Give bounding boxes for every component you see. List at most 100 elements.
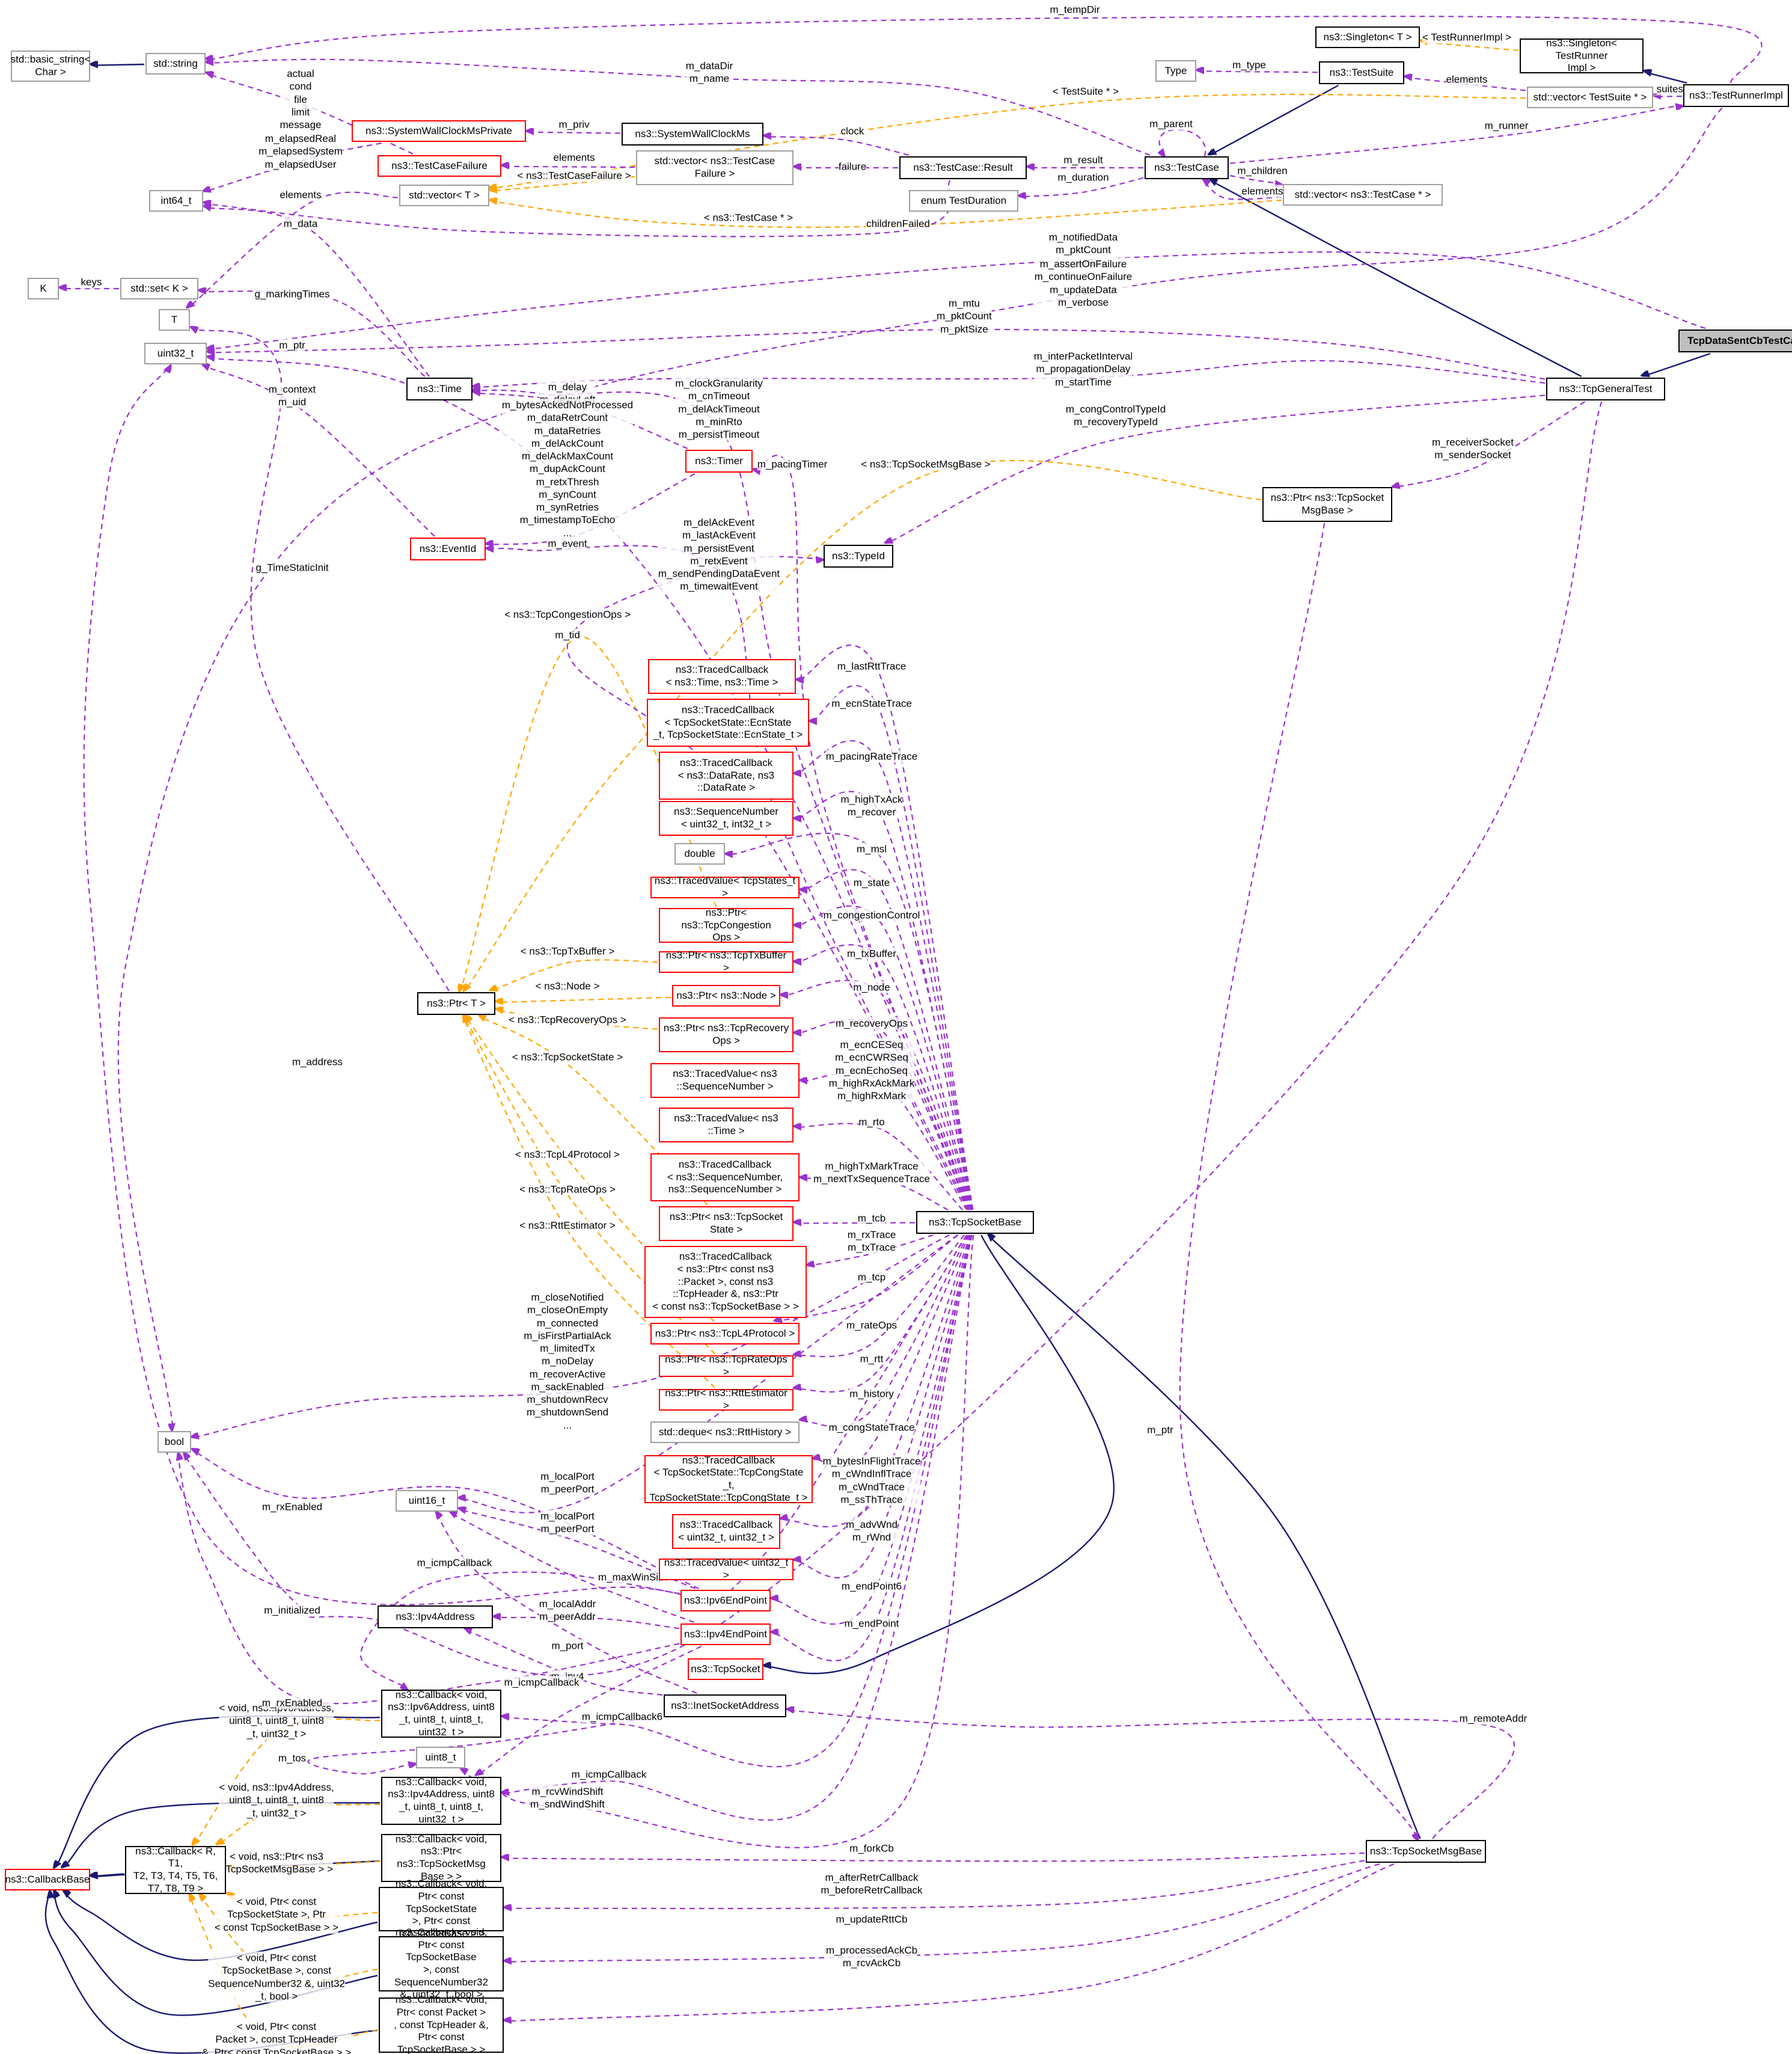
class-node-A63[interactable]: ns3::Callback< void, ns3::Ipv6Address, u…	[381, 1689, 501, 1738]
class-node-A64[interactable]: uint8_t	[416, 1747, 465, 1768]
class-node-A50[interactable]: std::deque< ns3::RttHistory >	[650, 1421, 800, 1443]
class-node-A36[interactable]: ns3::TracedValue< TcpStates_t >	[650, 875, 800, 899]
class-node-A10[interactable]: ns3::Timer	[685, 450, 753, 473]
class-node-A30[interactable]: ns3::Ptr< T >	[417, 992, 495, 1015]
edge-A45-A44-m_tcb	[795, 1222, 916, 1223]
class-node-A21[interactable]: Type	[1155, 60, 1196, 82]
edge-A9-A3-m_data	[204, 207, 430, 377]
class-node-A44[interactable]: ns3::Ptr< ns3::TcpSocket State >	[659, 1206, 794, 1241]
class-node-A69[interactable]: ns3::Callback< void, Ptr< const Packet >…	[379, 1994, 504, 2054]
class-node-A3[interactable]: int64_t	[149, 190, 203, 212]
class-node-A58[interactable]: ns3::Ipv4EndPoint	[680, 1623, 771, 1645]
class-node-A32[interactable]: ns3::TracedCallback < TcpSocketState::Ec…	[647, 699, 809, 747]
class-node-A26[interactable]: ns3::TestRunnerImpl	[1683, 84, 1789, 107]
edge-A60-A64-m_tos	[307, 1715, 663, 1775]
class-node-A1[interactable]: std::basic_string< Char >	[11, 51, 90, 82]
class-node-A38[interactable]: ns3::Ptr< ns3::TcpTxBuffer >	[659, 949, 794, 973]
class-node-A2[interactable]: std::string	[145, 53, 206, 75]
edge-A45-A55-m_localPort	[459, 1234, 958, 1513]
class-node-A9[interactable]: ns3::Time	[406, 378, 472, 400]
edge-A45-A39-m_node	[781, 979, 971, 1210]
class-node-A19[interactable]: enum TestDuration	[909, 190, 1018, 212]
class-node-A28: TcpDataSentCbTestCase	[1678, 330, 1792, 352]
edge-A45-A54-m_closeNotified	[192, 1234, 950, 1438]
class-node-A18[interactable]: ns3::TestCase	[1145, 156, 1229, 179]
class-node-A51[interactable]: ns3::TracedCallback < TcpSocketState::Tc…	[644, 1455, 813, 1503]
class-node-A62[interactable]: ns3::Callback< R, T1, T2, T3, T4, T5, T6…	[125, 1845, 226, 1894]
class-node-A49[interactable]: ns3::Ptr< ns3::RttEstimator >	[659, 1387, 794, 1411]
edge-A18-A20-m_children	[1229, 174, 1282, 184]
edge-A57-A63-m_icmpCallback	[359, 1571, 680, 1688]
class-node-A14[interactable]: ns3::SystemWallClockMs	[622, 123, 763, 146]
edge-A18-A26-m_runner	[1229, 105, 1682, 164]
class-node-A20[interactable]: std::vector< ns3::TestCase * >	[1283, 184, 1443, 206]
class-node-A45[interactable]: ns3::TcpSocketBase	[916, 1211, 1034, 1234]
edge-A38-A30-< ns3::TcpTxBuffer >	[491, 959, 658, 992]
edge-A45-A35-m_msl	[726, 832, 973, 1210]
class-node-A48[interactable]: ns3::Ptr< ns3::TcpRateOps >	[659, 1353, 794, 1378]
edge-A20-A4-< ns3::TestCase * >	[491, 200, 1282, 228]
class-node-A40[interactable]: ns3::Ptr< ns3::TcpRecovery Ops >	[659, 1017, 794, 1052]
class-node-A29[interactable]: ns3::Ptr< ns3::TcpSocket MsgBase >	[1262, 487, 1392, 522]
class-node-A55[interactable]: uint16_t	[396, 1490, 458, 1512]
class-node-A35[interactable]: double	[674, 843, 725, 865]
edge-A63-A62-< void, ns3::Ipv6Address,	[194, 1718, 381, 1845]
class-node-A70[interactable]: ns3::TcpSocketMsgBase	[1366, 1840, 1486, 1863]
edge-A45-A49-m_rtt	[795, 1234, 967, 1393]
edge-A4-A7-elements	[188, 191, 399, 308]
edge-A45-A11-m_delAckEvent	[487, 545, 970, 1210]
class-node-A53[interactable]: ns3::TracedValue< uint32_t >	[659, 1557, 794, 1581]
class-node-A24[interactable]: ns3::Singleton< T >	[1315, 26, 1420, 48]
class-node-A13[interactable]: ns3::SystemWallClockMsPrivate	[352, 120, 526, 142]
class-node-A41[interactable]: ns3::TracedValue< ns3 ::SequenceNumber >	[650, 1063, 800, 1098]
class-node-A47[interactable]: ns3::Ptr< ns3::TcpL4Protocol >	[650, 1323, 800, 1344]
class-node-A11[interactable]: ns3::EventId	[410, 538, 486, 560]
class-node-A12[interactable]: ns3::TypeId	[824, 545, 893, 568]
edge-A9-A6-g_markingTimes	[200, 291, 426, 377]
class-node-A16[interactable]: std::vector< ns3::TestCase Failure >	[636, 150, 794, 185]
edge-A45-A34-m_highTxAck	[795, 791, 973, 1210]
edge-A58-A56-m_localAddr	[494, 1617, 680, 1629]
edge-A28-A27	[1643, 352, 1711, 376]
edge-A23-A4-< TestSuite * >	[491, 93, 1526, 189]
class-node-A52[interactable]: ns3::TracedCallback < uint32_t, uint32_t…	[672, 1514, 780, 1549]
class-node-A59[interactable]: ns3::TcpSocket	[688, 1658, 763, 1680]
edge-A70-A45	[988, 1235, 1421, 1839]
class-node-A39[interactable]: ns3::Ptr< ns3::Node >	[672, 985, 780, 1007]
class-node-A8[interactable]: uint32_t	[144, 343, 207, 364]
class-node-A61[interactable]: ns3::CallbackBase	[5, 1869, 90, 1890]
class-node-A5[interactable]: K	[28, 278, 59, 299]
class-node-A4[interactable]: std::vector< T >	[399, 185, 489, 206]
class-node-A60[interactable]: ns3::InetSocketAddress	[664, 1694, 786, 1717]
class-node-A7[interactable]: T	[159, 309, 190, 331]
class-node-A54[interactable]: bool	[157, 1431, 191, 1453]
edge-A45-A46-m_rxTrace	[808, 1234, 934, 1266]
class-node-A22[interactable]: ns3::TestSuite	[1319, 61, 1404, 84]
class-node-A68[interactable]: ns3::Callback< void, Ptr< const TcpSocke…	[379, 1927, 504, 2000]
class-node-A65[interactable]: ns3::Callback< void, ns3::Ipv4Address, u…	[381, 1776, 501, 1825]
class-node-A23[interactable]: std::vector< TestSuite * >	[1527, 87, 1653, 108]
class-node-A37[interactable]: ns3::Ptr< ns3::TcpCongestion Ops >	[659, 907, 794, 943]
edge-A45-A64-m_rcvWindShift	[460, 1234, 974, 1848]
class-node-A43[interactable]: ns3::TracedCallback < ns3::SequenceNumbe…	[650, 1153, 800, 1201]
class-node-A15[interactable]: ns3::TestCaseFailure	[378, 155, 501, 177]
class-node-A46[interactable]: ns3::TracedCallback < ns3::Ptr< const ns…	[644, 1246, 807, 1318]
class-node-A33[interactable]: ns3::TracedCallback < ns3::DataRate, ns3…	[659, 752, 794, 800]
class-node-A34[interactable]: ns3::SequenceNumber < uint32_t, int32_t …	[659, 801, 794, 836]
class-node-A25[interactable]: ns3::Singleton< TestRunner Impl >	[1520, 37, 1644, 73]
class-node-A42[interactable]: ns3::TracedValue< ns3 ::Time >	[659, 1108, 794, 1142]
class-node-A31[interactable]: ns3::TracedCallback < ns3::Time, ns3::Ti…	[648, 659, 796, 694]
edge-A26-A25	[1645, 72, 1687, 84]
class-node-A56[interactable]: ns3::Ipv4Address	[378, 1605, 493, 1628]
edge-A22-A21-m_type	[1197, 71, 1318, 72]
class-node-A57[interactable]: ns3::Ipv6EndPoint	[680, 1590, 771, 1611]
class-node-A27[interactable]: ns3::TcpGeneralTest	[1546, 378, 1665, 400]
edge-A27-A12-m_congControlTypeId	[887, 394, 1546, 545]
class-node-A17[interactable]: ns3::TestCase::Result	[899, 156, 1027, 179]
edge-A60-A55-m_port	[436, 1513, 697, 1694]
class-node-A66[interactable]: ns3::Callback< void, ns3::Ptr< ns3::TcpS…	[381, 1833, 501, 1882]
class-node-A67[interactable]: ns3::Callback< void, Ptr< const TcpSocke…	[379, 1878, 504, 1939]
class-node-A6[interactable]: std::set< K >	[120, 278, 198, 299]
edge-A45-A42-m_rto	[795, 1123, 963, 1210]
